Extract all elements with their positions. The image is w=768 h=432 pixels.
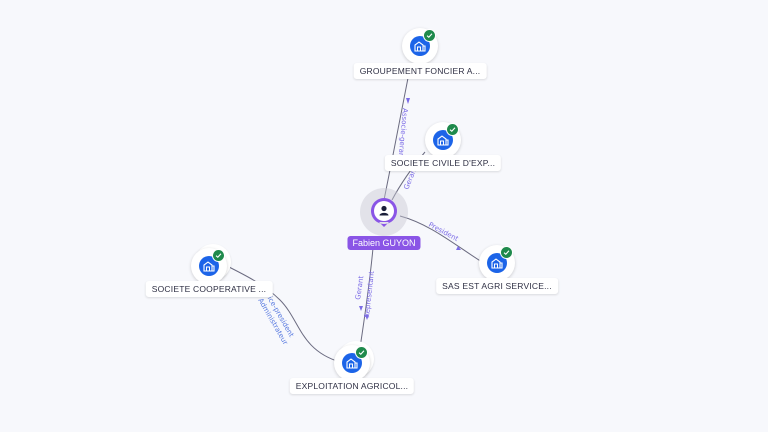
verified-check-icon: [446, 123, 459, 136]
person-pin-icon: [370, 198, 397, 227]
company-label-cooperative[interactable]: SOCIETE COOPERATIVE ...: [145, 281, 273, 297]
edge-label-associe-gerant: Associe-gerant: [396, 108, 409, 161]
edge-label-president: President: [427, 221, 460, 244]
edge-center-groupement: [383, 77, 409, 201]
verified-check-icon: [212, 249, 225, 262]
edge-center-sas-est: [399, 215, 483, 263]
verified-check-icon: [355, 346, 368, 359]
company-building-icon: [342, 353, 362, 373]
company-building-icon: [487, 253, 507, 273]
company-building-icon: [199, 256, 219, 276]
edge-arrow-icon: [406, 98, 410, 104]
edge-arrow-icon: [359, 306, 363, 311]
edge-label-gerant-exploitation: Gerant: [354, 275, 365, 300]
verified-check-icon: [423, 29, 436, 42]
edge-center-exploitation: [359, 247, 374, 349]
edge-exploitation-cooperative: [224, 264, 341, 363]
person-label-center[interactable]: Fabien GUYON: [347, 236, 421, 250]
company-building-icon: [410, 36, 430, 56]
company-node-sas-est[interactable]: [479, 245, 515, 281]
edge-arrow-icon: [456, 246, 461, 250]
company-node-exploitation[interactable]: [334, 341, 374, 381]
company-label-groupement[interactable]: GROUPEMENT FONCIER A...: [353, 63, 487, 79]
company-node-groupement[interactable]: [402, 28, 438, 64]
company-label-sas-est[interactable]: SAS EST AGRI SERVICE...: [436, 278, 558, 294]
company-label-exploitation[interactable]: EXPLOITATION AGRICOL...: [289, 378, 415, 394]
company-label-societe-civile[interactable]: SOCIETE CIVILE D'EXP...: [384, 155, 502, 171]
company-node-cooperative[interactable]: [191, 244, 231, 284]
verified-check-icon: [500, 246, 513, 259]
person-node-center[interactable]: [360, 188, 408, 236]
company-node-societe-civile[interactable]: [425, 122, 461, 158]
company-building-icon: [433, 130, 453, 150]
edge-arrow-icon: [365, 315, 369, 320]
